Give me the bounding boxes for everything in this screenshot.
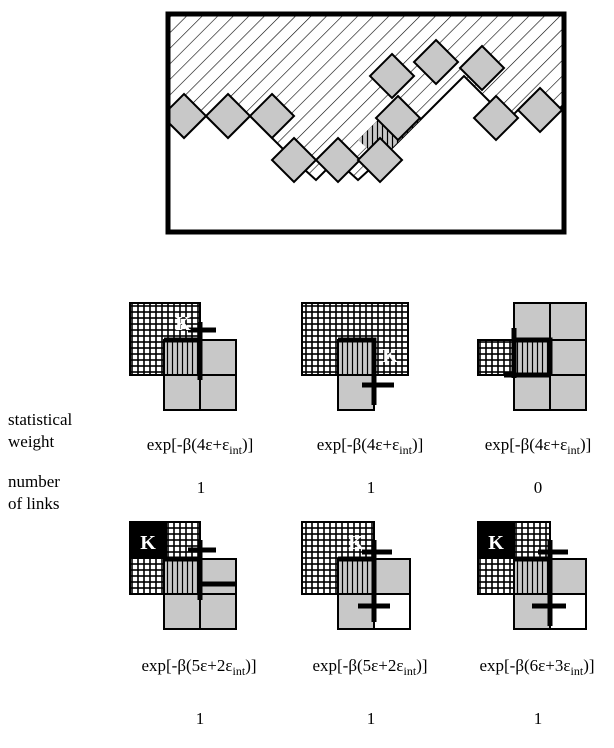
kink-label: K — [348, 532, 364, 554]
weight-formula: exp[-β(4ε+εint)] — [316, 435, 424, 457]
configuration-panel-3 — [477, 302, 587, 411]
weight-formula: exp[-β(4ε+εint)] — [146, 435, 254, 457]
kink-label: K — [382, 345, 398, 367]
weight-formula: exp[-β(5ε+2εint)] — [141, 656, 257, 678]
kink-label: K — [488, 532, 504, 554]
interface-diamonds — [168, 38, 564, 184]
interface-schematic — [165, 11, 567, 235]
schematic-frame — [165, 11, 567, 235]
link-count: 1 — [196, 478, 206, 497]
configuration-panel-4: K — [129, 521, 237, 630]
link-count: 0 — [533, 478, 543, 497]
weight-formula: exp[-β(6ε+3εint)] — [479, 656, 595, 678]
weight-formula: exp[-β(4ε+εint)] — [484, 435, 592, 457]
link-count: 1 — [366, 478, 376, 497]
link-count: 1 — [195, 709, 205, 728]
statistical-weight-label: statistical weight — [8, 410, 73, 451]
configuration-panel-5: K — [301, 521, 411, 630]
link-count: 1 — [366, 709, 376, 728]
configuration-panel-6: K — [477, 521, 587, 630]
link-count: 1 — [533, 709, 543, 728]
weight-formula: exp[-β(5ε+2εint)] — [312, 656, 428, 678]
configuration-panel-2: K — [301, 302, 409, 411]
kink-label: K — [140, 532, 156, 554]
kink-label: K — [175, 313, 191, 335]
number-of-links-label: number of links — [8, 472, 60, 513]
configuration-panel-1: K — [129, 302, 237, 411]
